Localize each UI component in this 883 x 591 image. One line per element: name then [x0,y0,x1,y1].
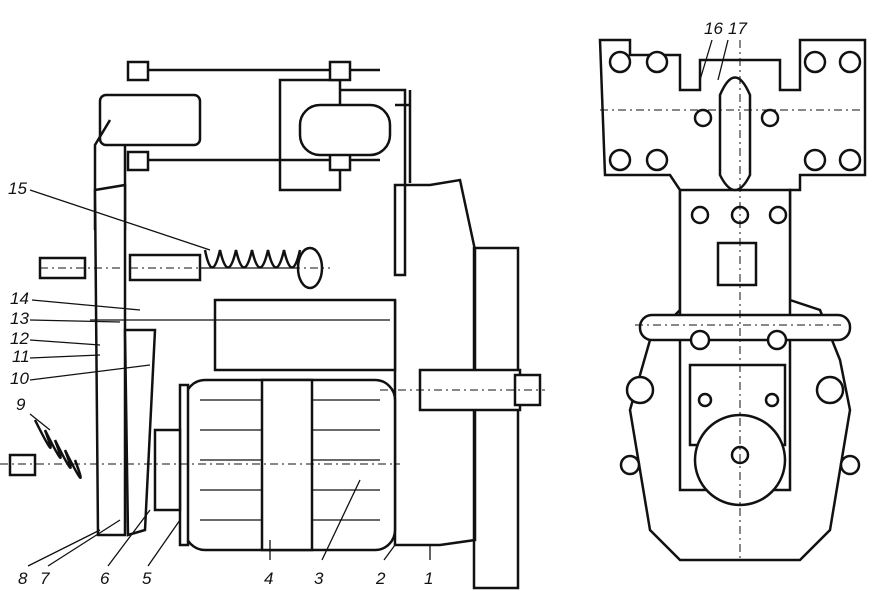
callout-5: 5 [142,569,152,588]
callout-4: 4 [264,569,273,588]
front-view [598,38,870,562]
callout-6: 6 [100,569,110,588]
callout-13: 13 [10,309,29,328]
callout-2: 2 [375,569,386,588]
callout-1: 1 [424,569,433,588]
callout-3: 3 [314,569,324,588]
armature-lever [93,183,127,537]
callout-10: 10 [10,369,29,388]
lower-spring [33,419,82,480]
callout-8: 8 [18,569,28,588]
callout-7: 7 [40,569,50,588]
arc-chute [718,76,752,192]
callout-17: 17 [728,19,747,38]
callout-12: 12 [10,329,29,348]
callout-14: 14 [10,289,29,308]
callouts: 15 14 13 12 11 10 9 8 7 6 5 4 3 2 1 16 1… [8,19,747,588]
pole-shoe [153,428,182,512]
mounting-panel [472,246,520,590]
moving-contact [98,93,202,147]
magnet-core [213,298,397,372]
screws [608,50,862,476]
callout-9: 9 [16,395,26,414]
leader-lines [27,39,729,567]
callout-11: 11 [12,347,30,366]
side-view [0,60,545,590]
callout-16: 16 [704,19,723,38]
callout-15: 15 [8,179,27,198]
frame [330,88,477,547]
